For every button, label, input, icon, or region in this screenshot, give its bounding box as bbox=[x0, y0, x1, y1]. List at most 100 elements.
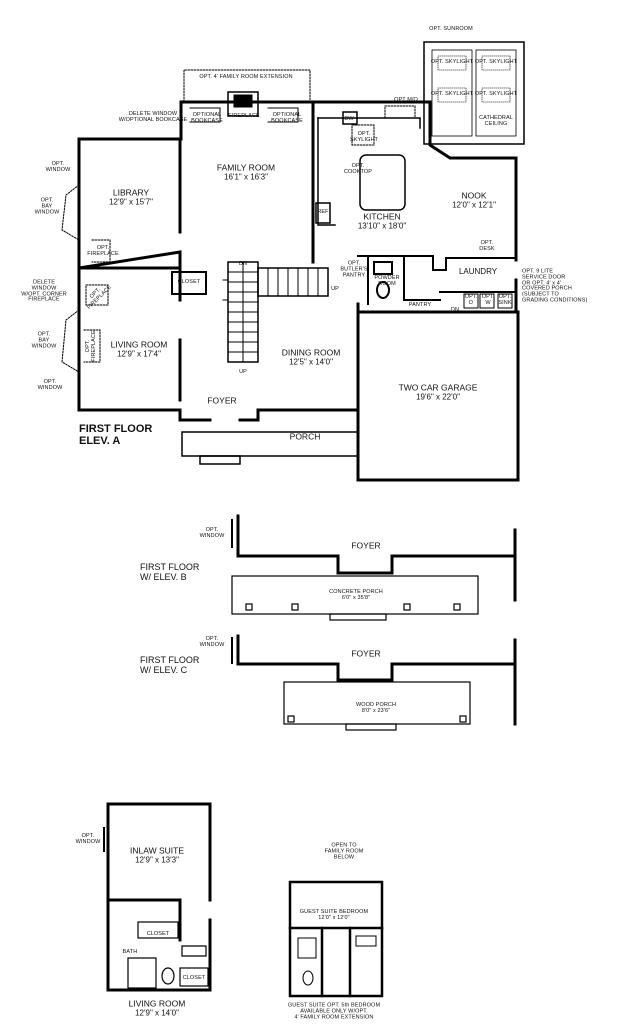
elev-b-porch-name: CONCRETE PORCH bbox=[329, 589, 383, 595]
family-room-extension-label: OPT. 4' FAMILY ROOM EXTENSION bbox=[199, 74, 293, 81]
library-fireplace-opt bbox=[91, 239, 111, 263]
kitchen-room: KITCHEN 13'10" x 18'0" bbox=[358, 212, 406, 231]
guest-walls bbox=[288, 880, 384, 998]
dining-room: DINING ROOM 12'5" x 14'0" bbox=[282, 348, 341, 367]
inlaw-suite-room: INLAW SUITE 12'9" x 13'3" bbox=[130, 846, 184, 865]
inlaw-suite-name: INLAW SUITE bbox=[130, 845, 184, 856]
family-room-name: FAMILY ROOM bbox=[216, 162, 276, 173]
ref-label: REF bbox=[317, 209, 329, 216]
inlaw-bath-label: BATH bbox=[122, 949, 138, 956]
optional-bookcase-left-label: OPTIONAL BOOKCASE bbox=[191, 112, 223, 124]
dining-walls bbox=[178, 230, 360, 422]
garage-dim: 19'6" x 22'0" bbox=[416, 392, 460, 402]
nook-name: NOOK bbox=[461, 190, 487, 201]
bookcase-left bbox=[189, 107, 221, 123]
first-floor-a-title: FIRST FLOOR ELEV. A bbox=[79, 423, 153, 447]
dw-label: DW bbox=[344, 116, 354, 123]
opt-window-living-label: OPT. WINDOW bbox=[37, 379, 63, 391]
elev-b-porch-dim: 6'0" x 35'8" bbox=[341, 595, 371, 601]
nook-dim: 12'0" x 12'1" bbox=[452, 200, 496, 210]
kitchen-dim: 13'10" x 18'0" bbox=[357, 221, 407, 231]
stairs bbox=[222, 261, 329, 363]
inlaw-walls bbox=[106, 802, 212, 992]
foyer-label: FOYER bbox=[207, 395, 237, 406]
opt-fireplace-library-label: OPT. FIREPLACE bbox=[87, 245, 119, 257]
kitchen-walls bbox=[311, 100, 432, 234]
library-bay-window bbox=[61, 184, 80, 241]
bookcase-right bbox=[267, 107, 299, 123]
family-room-dim: 16'1" x 16'3" bbox=[224, 172, 268, 182]
dining-room-name: DINING ROOM bbox=[281, 347, 341, 358]
dining-room-dim: 12'5" x 14'0" bbox=[289, 357, 333, 367]
elev-b-foyer-label: FOYER bbox=[351, 540, 381, 551]
cathedral-ceiling-label: CATHEDRAL CEILING bbox=[479, 115, 513, 127]
elev-c-porch bbox=[283, 681, 471, 731]
opt-bay-window-library-label: OPT. BAY WINDOW bbox=[34, 197, 60, 215]
nook-walls bbox=[428, 100, 518, 314]
pantry-label: PANTRY bbox=[408, 302, 432, 309]
porch bbox=[181, 431, 359, 465]
inlaw-opt-window-label: OPT. WINDOW bbox=[75, 833, 101, 845]
elev-c-title: FIRST FLOOR W/ ELEV. C bbox=[140, 655, 200, 675]
delete-window-bookcase-label: DELETE WINDOW W/OPTIONAL BOOKCASE bbox=[118, 111, 188, 123]
opt-butlers-pantry-label: OPT. BUTLER'S PANTRY bbox=[340, 260, 368, 278]
elev-c-walls bbox=[236, 634, 517, 726]
opt-bay-window-living-label: OPT. BAY WINDOW bbox=[31, 331, 57, 349]
elev-c-foyer-label: FOYER bbox=[351, 648, 381, 659]
inlaw-suite-dim: 12'9" x 13'3" bbox=[135, 855, 179, 865]
living-corner-fireplace bbox=[85, 284, 109, 306]
inlaw-fixtures bbox=[127, 921, 209, 989]
living-fireplace-opt bbox=[83, 329, 101, 363]
living-bay-window bbox=[61, 309, 80, 373]
skylight-label-2: OPT. SKYLIGHT bbox=[474, 59, 518, 66]
fireplace-firebox bbox=[233, 94, 253, 108]
inlaw-closet-label: CLOSET bbox=[146, 931, 170, 938]
living-room-name: LIVING ROOM bbox=[110, 339, 168, 350]
elev-c-porch-dim: 8'0" x 23'6" bbox=[361, 708, 391, 714]
guest-note: GUEST SUITE OPT. 5th BEDROOM AVAILABLE O… bbox=[287, 1002, 381, 1020]
living-room: LIVING ROOM 12'9" x 17'4" bbox=[111, 340, 168, 359]
inlaw-living-name: LIVING ROOM bbox=[128, 998, 186, 1009]
closet-box bbox=[171, 271, 207, 295]
guest-fixtures bbox=[297, 935, 377, 986]
closet-label: CLOSET bbox=[177, 279, 201, 286]
elev-c-opt-window-label: OPT. WINDOW bbox=[199, 636, 225, 648]
library-dim: 12'9" x 15'7" bbox=[109, 197, 153, 207]
elev-b-title: FIRST FLOOR W/ ELEV. B bbox=[140, 562, 200, 582]
garage-room: TWO CAR GARAGE 19'6" x 22'0" bbox=[399, 383, 478, 402]
stairs-up-label-2: UP bbox=[239, 369, 247, 376]
fireplace-label: FIREPLACE bbox=[228, 113, 260, 120]
elev-b-porch bbox=[231, 575, 479, 621]
stairs-dn-label: DN bbox=[238, 261, 248, 268]
elev-b-opt-window-label: OPT. WINDOW bbox=[199, 527, 225, 539]
opt-skylight-kitchen-label: OPT. SKYLIGHT bbox=[349, 131, 379, 143]
opt-cooktop-label: OPT. COOKTOP bbox=[343, 163, 373, 175]
nook-room: NOOK 12'0" x 12'1" bbox=[452, 191, 496, 210]
elev-b-porch: CONCRETE PORCH 6'0" x 35'8" bbox=[329, 589, 383, 601]
stairs-up-label-1: UP bbox=[331, 286, 339, 293]
kitchen-counters bbox=[315, 105, 421, 226]
family-room: FAMILY ROOM 16'1" x 16'3" bbox=[217, 163, 275, 182]
laundry-dn-label: DN bbox=[450, 307, 460, 314]
elev-c-porch: WOOD PORCH 8'0" x 23'6" bbox=[356, 702, 396, 714]
kitchen-name: KITCHEN bbox=[363, 211, 401, 222]
inlaw-living-room: LIVING ROOM 12'9" x 14'0" bbox=[129, 999, 186, 1018]
delete-window-corner-label: DELETE WINDOW W/OPT. CORNER FIREPLACE bbox=[21, 279, 67, 303]
optional-bookcase-right-label: OPTIONAL BOOKCASE bbox=[271, 112, 303, 124]
powder-room-label: POWDER ROOM bbox=[374, 275, 400, 287]
sunroom bbox=[423, 41, 525, 145]
opt-sunroom-label: OPT. SUNROOM bbox=[429, 26, 473, 33]
inlaw-living-dim: 12'9" x 14'0" bbox=[135, 1008, 179, 1018]
opt-fireplace-living-label: OPT. FIREPLACE bbox=[85, 330, 97, 362]
porch-label: PORCH bbox=[289, 431, 321, 442]
elev-c-porch-name: WOOD PORCH bbox=[355, 702, 397, 708]
skylight-label-3: OPT. SKYLIGHT bbox=[430, 91, 474, 98]
living-room-dim: 12'9" x 17'4" bbox=[117, 349, 161, 359]
skylight-label-4: OPT. SKYLIGHT bbox=[474, 91, 518, 98]
skylight-label-1: OPT. SKYLIGHT bbox=[430, 59, 474, 66]
laundry-walls bbox=[357, 255, 517, 309]
elev-b-walls bbox=[236, 514, 517, 602]
opt-window-library-label: OPT. WINDOW bbox=[45, 161, 71, 173]
laundry-label: LAUNDRY bbox=[458, 266, 498, 276]
